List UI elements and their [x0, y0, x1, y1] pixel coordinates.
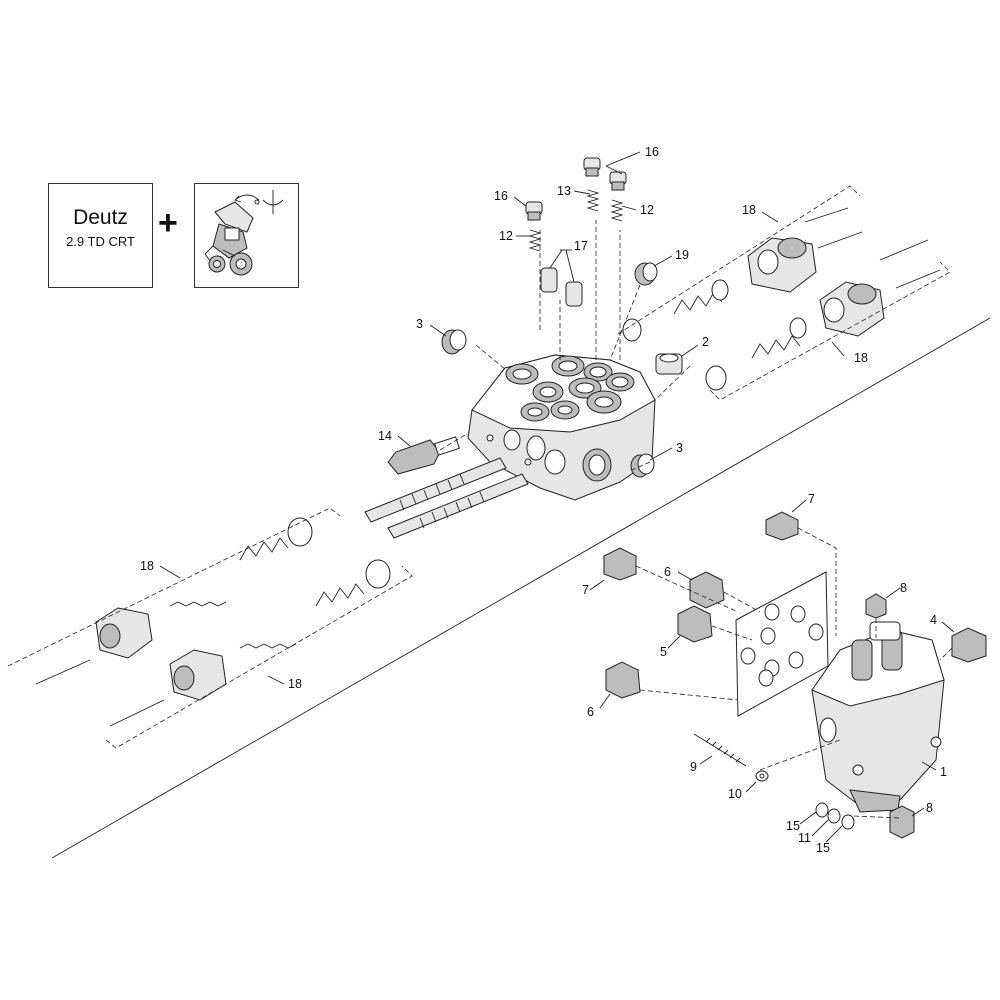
spool-lower: [387, 473, 529, 539]
callout-15-upper: 15: [786, 819, 800, 833]
plug-cap-16-right: [609, 171, 627, 191]
spring-13: [586, 189, 600, 212]
spool-cap-assembly-lower-right: [622, 269, 941, 391]
callout-15-lower: 15: [816, 841, 830, 855]
callout-4: 4: [930, 613, 937, 627]
assembly-axis-lines: [539, 220, 621, 360]
callout-7-left: 7: [582, 583, 589, 597]
assembly-axis-lines-3: [635, 527, 953, 819]
fitting-4: [951, 627, 987, 663]
fitting-6-upper: [689, 571, 725, 609]
washer-10: [755, 770, 769, 782]
fitting-6-lower: [605, 661, 641, 699]
fitting-8-lower: [889, 805, 915, 839]
bracket-18b: [709, 261, 951, 401]
spring-12-left: [528, 229, 542, 252]
callout-2: 2: [702, 335, 709, 349]
callout-18-left-lower: 18: [288, 677, 302, 691]
relief-valve-14: [387, 436, 460, 475]
machine-thumbnail: [194, 183, 299, 288]
fitting-5: [677, 605, 713, 643]
callout-12-right: 12: [640, 203, 654, 217]
callout-8-lower: 8: [926, 801, 933, 815]
callout-3-lower: 3: [676, 441, 683, 455]
bracket-18d: [105, 565, 413, 749]
section-divider-line: [51, 317, 991, 859]
engine-model-box: Deutz 2.9 TD CRT: [48, 183, 153, 288]
gasket-plate: [735, 571, 829, 717]
callout-11: 11: [798, 831, 811, 845]
callout-6-upper: 6: [664, 565, 671, 579]
leader-lines: [159, 151, 955, 843]
callout-8-upper: 8: [900, 581, 907, 595]
plus-sign: +: [158, 204, 178, 242]
plug-cap-16-left: [525, 201, 543, 221]
callout-18-upper-right: 18: [742, 203, 756, 217]
callout-19: 19: [675, 248, 689, 262]
plug-cap-16-middle: [583, 157, 601, 177]
callout-16-left: 16: [494, 189, 508, 203]
callout-18-left-upper: 18: [140, 559, 154, 573]
callout-13: 13: [557, 184, 571, 198]
bracket-18a: [617, 185, 861, 335]
control-valve-body-top: [467, 354, 656, 501]
plug-2: [655, 353, 683, 375]
callout-17: 17: [574, 239, 588, 253]
fitting-7-left: [603, 547, 637, 581]
callout-labels: 16 16 13 12 12 17 19 18 18 18 18 3 3 2 1…: [140, 145, 947, 855]
callout-18-lower-right: 18: [854, 351, 868, 365]
callout-10: 10: [728, 787, 742, 801]
callout-1: 1: [940, 765, 947, 779]
spool-cap-assembly-left-lower: [109, 559, 391, 727]
control-valve-body-assembled: [811, 621, 945, 813]
fitting-7-upper: [765, 511, 799, 541]
callout-14: 14: [378, 429, 392, 443]
callout-16-top: 16: [645, 145, 659, 159]
spool-cap-assembly-upper-right: [673, 207, 929, 315]
callout-12-left: 12: [499, 229, 513, 243]
callout-6-lower: 6: [587, 705, 594, 719]
spool-cap-assembly-left-upper: [35, 517, 313, 685]
engine-model-label: 2.9 TD CRT: [66, 234, 135, 249]
washers-15-11-15: [815, 802, 855, 830]
callout-7-upper: 7: [808, 492, 815, 506]
callout-3-upper: 3: [416, 317, 423, 331]
assembly-axis-lines-2: [439, 284, 691, 471]
bolt-9: [693, 733, 747, 767]
check-valve-poppet-17: [540, 267, 583, 307]
plug-3-upper: [441, 329, 467, 355]
fitting-8-upper: [865, 593, 887, 619]
callout-5: 5: [660, 645, 667, 659]
spool-upper: [364, 457, 507, 523]
machine-loader-icon: [204, 190, 284, 276]
spring-12-right: [610, 199, 624, 222]
plug-19: [634, 262, 658, 286]
engine-brand-label: Deutz: [73, 206, 128, 229]
callout-9: 9: [690, 760, 697, 774]
